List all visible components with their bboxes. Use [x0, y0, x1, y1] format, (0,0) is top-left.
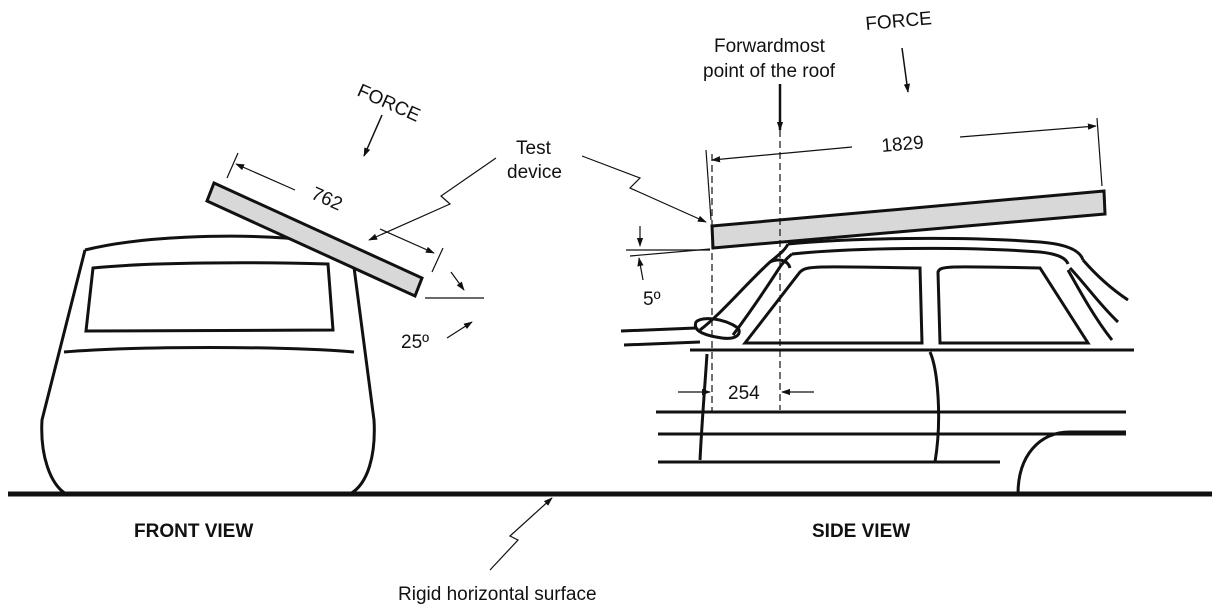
- angle-5-arrow-lower: [637, 257, 644, 281]
- side-front-window: [741, 265, 924, 345]
- side-test-device-plate: [710, 189, 1107, 250]
- dim-1829-ext-end: [1096, 117, 1103, 187]
- dim-1829-arrow-start: [711, 146, 853, 163]
- front-vehicle-beltline: [63, 346, 355, 354]
- side-view-vehicle: [620, 236, 1134, 495]
- front-vehicle-windshield: [84, 261, 335, 333]
- angle-5-label: 5º: [643, 289, 661, 310]
- test-device-leader-side: [581, 155, 707, 223]
- dim-762-arrow-end: [379, 228, 435, 254]
- surface-leader: [489, 497, 553, 571]
- side-pillar-top-cap: [769, 258, 792, 269]
- front-test-device-plate: [205, 180, 424, 299]
- front-view-title: FRONT VIEW: [134, 521, 253, 542]
- dim-762-arrow-start: [235, 163, 296, 191]
- side-rear-window: [936, 265, 1091, 345]
- force-front-label: FORCE: [354, 80, 423, 126]
- side-hood-lower: [623, 340, 701, 347]
- angle-25-label: 25º: [401, 332, 429, 353]
- side-view-title: SIDE VIEW: [812, 521, 910, 542]
- angle-25-arrow-upper: [450, 271, 465, 291]
- side-a-pillar: [699, 243, 790, 332]
- test-device-label-line2: device: [507, 162, 562, 183]
- angle-5-plate-extension: [629, 248, 711, 257]
- side-door-rear-edge: [928, 351, 941, 463]
- side-cowl-blob: [693, 317, 741, 340]
- side-c-pillar-1: [1081, 259, 1129, 302]
- side-roof-top: [787, 236, 1085, 261]
- dim-1829-label: 1829: [881, 132, 925, 157]
- forwardmost-label-line2: point of the roof: [703, 61, 836, 82]
- side-c-pillar-2: [1068, 266, 1120, 324]
- dim-1829-ext-start: [705, 149, 712, 221]
- dim-762-ext-start: [226, 152, 239, 179]
- dim-762-ext-end: [431, 247, 444, 273]
- side-hood-upper: [620, 326, 697, 333]
- force-side-arrow: [901, 47, 911, 93]
- angle-25-arrow-lower: [446, 321, 473, 339]
- force-side-label: FORCE: [865, 8, 933, 35]
- side-c-pillar-3: [1066, 269, 1114, 341]
- front-view-vehicle: [40, 234, 376, 496]
- side-a-pillar-inner: [731, 252, 793, 336]
- force-front-arrow: [363, 114, 383, 157]
- forwardmost-label-line1: Forwardmost: [714, 36, 826, 57]
- side-roof-top-inner: [791, 246, 1070, 265]
- dim-1829-arrow-end: [959, 123, 1097, 138]
- dim-762-label: 762: [308, 183, 346, 215]
- dim-254-label: 254: [728, 383, 760, 404]
- side-rear-wheel-arch: [1016, 430, 1126, 495]
- rigid-surface-label: Rigid horizontal surface: [398, 584, 597, 605]
- test-device-leader-front: [368, 157, 497, 241]
- side-door-front-edge: [698, 353, 709, 461]
- test-device-label-line1: Test: [516, 138, 552, 159]
